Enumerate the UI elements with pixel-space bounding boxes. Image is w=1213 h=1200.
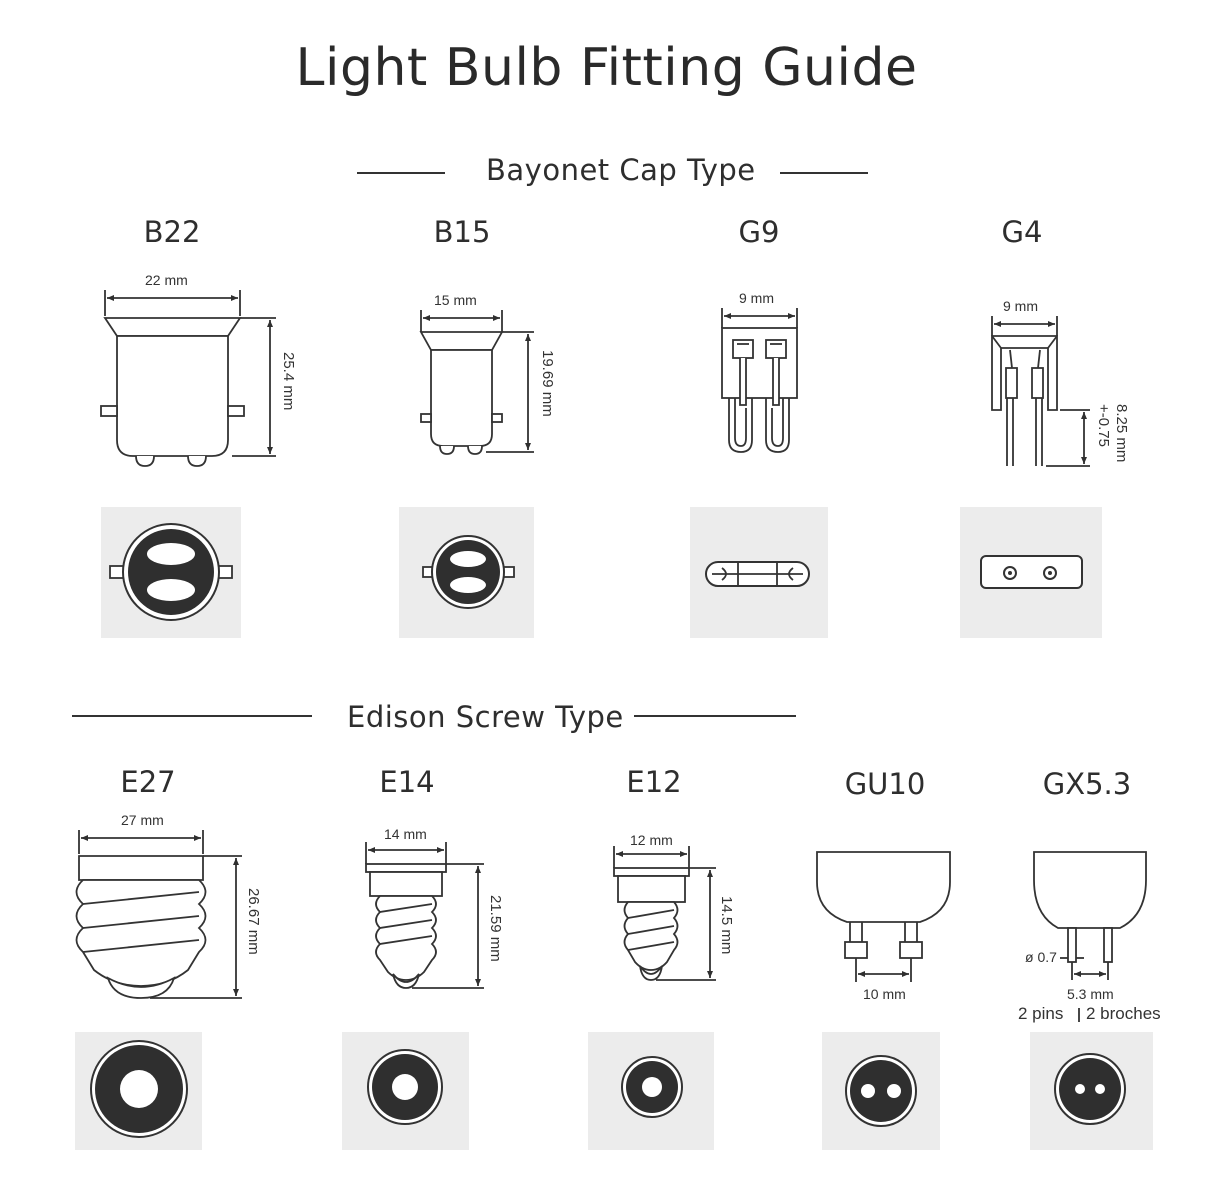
section-rule-right-edison — [634, 715, 796, 717]
bulb-label-gx53: GX5.3 — [1042, 767, 1132, 801]
section-title-bayonet: Bayonet Cap Type — [486, 153, 756, 187]
bulb-label-g9: G9 — [738, 215, 780, 249]
gx53-pin-spacing-label: 5.3 mm — [1067, 986, 1114, 1002]
gx53-pins-fr: 2 broches — [1086, 1004, 1161, 1023]
section-rule-left-edison — [72, 715, 312, 717]
bulb-label-b15: B15 — [433, 215, 491, 249]
gx53-pins-en: 2 pins — [1018, 1004, 1064, 1023]
section-title-edison: Edison Screw Type — [347, 700, 624, 734]
bulb-label-e14: E14 — [379, 765, 435, 799]
section-rule-right — [780, 172, 868, 174]
page-title: Light Bulb Fitting Guide — [295, 38, 918, 98]
bulb-label-gu10: GU10 — [844, 767, 926, 801]
bulb-label-b22: B22 — [143, 215, 201, 249]
gu10-pin-spacing-label: 10 mm — [863, 986, 906, 1002]
e14-width-label: 14 mm — [384, 826, 427, 842]
b22-width-label: 22 mm — [145, 272, 188, 288]
b15-width-label: 15 mm — [434, 292, 477, 308]
bulb-label-e27: E27 — [120, 765, 176, 799]
bulb-label-g4: G4 — [1001, 215, 1043, 249]
bulb-label-e12: E12 — [626, 765, 682, 799]
section-rule-left — [357, 172, 445, 174]
gx53-pin-diameter-label: ø 0.7 — [1025, 949, 1057, 965]
g9-width-label: 9 mm — [739, 290, 774, 306]
g4-width-label: 9 mm — [1003, 298, 1038, 314]
e27-width-label: 27 mm — [121, 812, 164, 828]
e12-width-label: 12 mm — [630, 832, 673, 848]
